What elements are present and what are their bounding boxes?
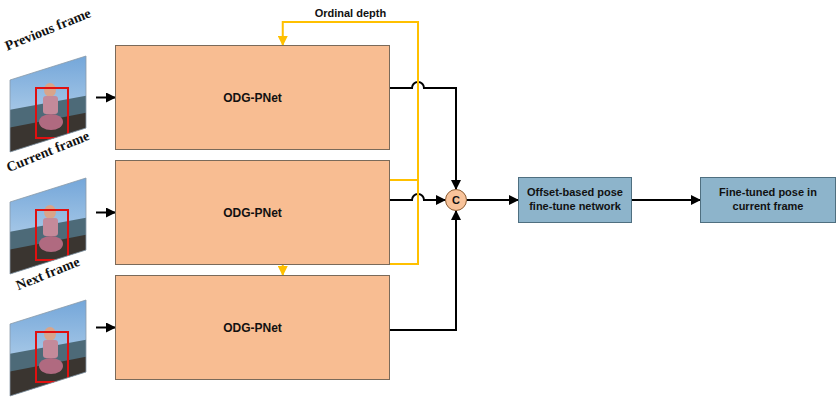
network-box: ODG-PNet [115,275,390,380]
node-label: ODG-PNet [223,206,282,220]
data-arrow [96,327,115,329]
frame-label: Current frame [0,126,97,178]
data-arrow [390,82,456,189]
frame-label: Next frame [0,248,97,300]
video-frame: Current frame [2,130,96,275]
node-label: ODG-PNet [223,91,282,105]
network-box: ODG-PNet [115,160,390,265]
network-box: ODG-PNet [115,45,390,150]
node-label: Fine-tuned pose in current frame [705,186,831,214]
data-arrow [96,212,115,214]
node-label: C [452,194,460,206]
node-label: Offset-based pose fine-tune network [523,186,627,214]
process-box: Offset-based pose fine-tune network [518,177,632,223]
video-frame: Next frame [2,252,96,397]
data-arrow [467,199,518,201]
data-arrow [390,211,456,330]
data-arrow [632,199,700,201]
frame-picture [8,294,90,398]
node-label: ODG-PNet [223,321,282,335]
frame-label: Previous frame [0,4,97,56]
edge-label: Ordinal depth [313,7,389,19]
data-arrow [96,97,115,99]
concat-circle: C [445,189,467,211]
output-box: Fine-tuned pose in current frame [700,177,836,223]
